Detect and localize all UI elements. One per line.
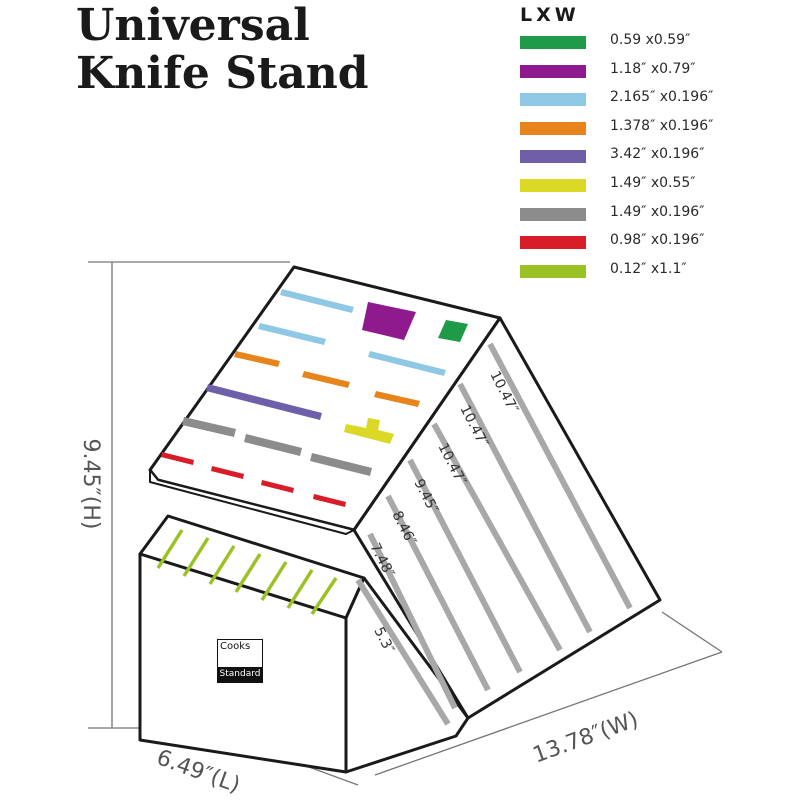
slot-orange <box>374 391 420 407</box>
slot-red <box>211 466 244 479</box>
cooks-standard-logo: Cooks Standard <box>217 639 263 683</box>
slot-light-blue <box>258 323 326 345</box>
slot-gray <box>244 434 302 456</box>
legend-label: 0.12″ x1.1″ <box>610 260 687 277</box>
width-dimension-label: 13.78″(W) <box>530 707 642 768</box>
legend-item: 0.12″ x1.1″ <box>520 260 780 292</box>
front-block-slots <box>156 529 338 615</box>
legend-item: 1.49″ x0.196″ <box>520 203 780 235</box>
green-slot <box>234 553 262 593</box>
legend-swatch <box>520 64 586 78</box>
legend-item: 1.18″ x0.79″ <box>520 60 780 92</box>
legend-label: 0.59 x0.59″ <box>610 32 691 48</box>
slot-light-blue <box>280 289 354 313</box>
legend-label: 1.49″ x0.55″ <box>610 174 696 191</box>
legend-swatch <box>520 121 586 135</box>
legend-swatch <box>520 236 586 250</box>
depth-slot <box>457 382 593 634</box>
legend-swatch <box>520 178 586 192</box>
legend-swatch <box>520 150 586 164</box>
legend-item: 1.49″ x0.55″ <box>520 174 780 206</box>
slot-gray <box>182 417 236 437</box>
legend-item: 1.378″ x0.196″ <box>520 117 780 149</box>
depth-slot <box>407 458 523 674</box>
title-line-1: Universal <box>76 0 310 51</box>
legend-label: 2.165″ x0.196″ <box>610 89 714 106</box>
width-line-tick <box>661 611 723 653</box>
side-face-slots <box>355 342 633 726</box>
legend-label: 1.18″ x0.79″ <box>610 60 696 77</box>
slot-yellow <box>344 418 394 444</box>
depth-slot <box>367 532 458 710</box>
logo-text-cooks: Cooks <box>220 641 251 652</box>
green-slot <box>182 537 210 577</box>
depth-slot <box>487 342 633 610</box>
green-slot <box>260 561 288 601</box>
slot-red <box>161 452 194 465</box>
legend-item: 3.42″ x0.196″ <box>520 146 780 177</box>
green-slot <box>286 569 314 609</box>
title-line-2: Knife Stand <box>76 48 369 99</box>
main-block-left-face <box>149 469 355 535</box>
slot-orange <box>302 371 350 388</box>
green-slot <box>156 529 184 569</box>
green-slot <box>208 545 236 585</box>
legend-label: 0.98″ x0.196″ <box>610 232 705 249</box>
slot-light-blue <box>368 351 446 376</box>
top-face-slots <box>161 289 468 507</box>
height-dimension-label: 9.45″(H) <box>78 439 103 530</box>
legend-item: 0.98″ x0.196″ <box>520 232 780 263</box>
slot-green <box>438 320 468 342</box>
depth-slot <box>385 494 491 692</box>
slot-purple <box>362 302 416 340</box>
slot-violet <box>206 384 322 420</box>
width-line <box>374 651 723 776</box>
legend-label: 1.49″ x0.196″ <box>610 203 705 220</box>
slot-red <box>261 480 294 493</box>
slot-orange <box>234 351 280 367</box>
logo-text-standard: Standard <box>218 667 262 682</box>
legend-header: LXW <box>520 4 580 26</box>
legend-swatch <box>520 36 586 49</box>
green-slot <box>310 577 338 615</box>
legend-swatch <box>520 207 586 221</box>
depth-slot <box>431 422 563 652</box>
legend-label: 1.378″ x0.196″ <box>610 117 714 134</box>
page-title: Universal Knife Stand <box>76 2 369 98</box>
legend: 0.59 x0.59″ 1.18″ x0.79″ 2.165″ x0.196″ 1.3… <box>520 32 780 292</box>
legend-item: 0.59 x0.59″ <box>520 32 780 63</box>
slot-red <box>313 494 346 507</box>
depth-slot <box>355 578 451 726</box>
legend-swatch <box>520 93 586 107</box>
slot-gray <box>310 453 372 476</box>
legend-item: 2.165″ x0.196″ <box>520 89 780 120</box>
legend-swatch <box>520 264 586 278</box>
legend-label: 3.42″ x0.196″ <box>610 146 705 163</box>
